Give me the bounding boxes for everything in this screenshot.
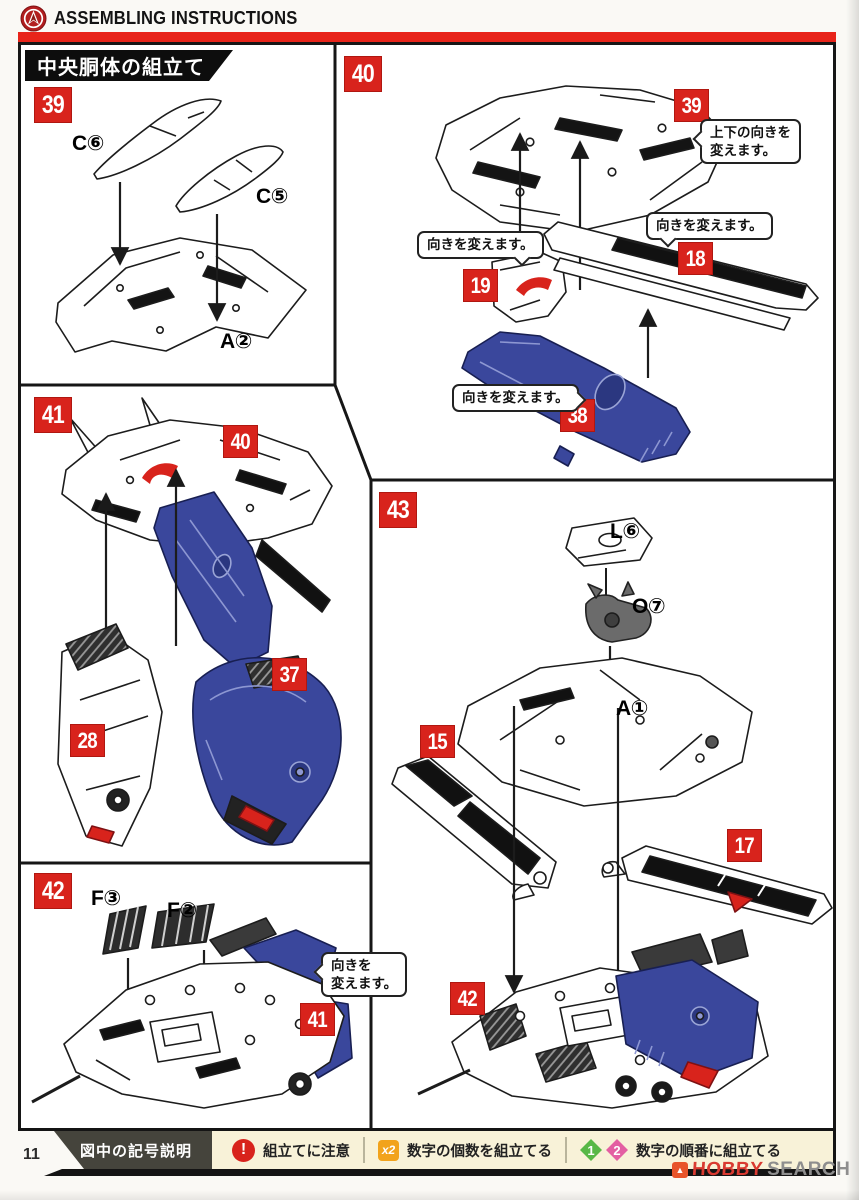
order-2-icon: 2 [606, 1139, 628, 1161]
watermark-hobby: HOBBY [691, 1159, 764, 1180]
warning-icon: ! [232, 1138, 255, 1162]
legend-separator [363, 1137, 365, 1163]
part-15-box: 15 [420, 725, 455, 758]
callout-orientation-18: 向きを変えます。 [646, 212, 773, 248]
part-label-a1: A① [616, 697, 648, 720]
legend-item-text: 組立てに注意 [263, 1143, 350, 1160]
part-37-box: 37 [272, 658, 307, 691]
legend-title: 図中の記号説明 [54, 1131, 212, 1169]
part-label-l6: L⑥ [610, 520, 640, 543]
ref-42-box: 42 [450, 982, 485, 1015]
top-accent-bar [18, 32, 836, 42]
ref-41-box: 41 [300, 1003, 335, 1036]
part-label-f3: F③ [91, 887, 121, 910]
page-bottom-shadow [0, 1190, 859, 1200]
part-label-a2: A② [220, 330, 252, 353]
step-43-box: 43 [379, 492, 417, 528]
page-header: ASSEMBLING INSTRUCTIONS [20, 5, 319, 32]
part-label-c5: C⑤ [256, 185, 288, 208]
part-label-f2: F② [167, 899, 197, 922]
legend-separator [565, 1137, 567, 1163]
legend-item-caution: ! 組立てに注意 [232, 1138, 350, 1162]
watermark-search: SEARCH [767, 1159, 851, 1180]
brand-roundel-icon [20, 5, 47, 32]
step-39-box: 39 [34, 87, 72, 123]
part-label-c6: C⑥ [72, 132, 104, 155]
x2-icon: x2 [378, 1139, 399, 1161]
instruction-frame [18, 42, 836, 1128]
order-1-icon: 1 [580, 1139, 602, 1161]
ref-40-box: 40 [223, 425, 258, 458]
legend-item-order: 1 2 数字の順番に組立てる [580, 1139, 781, 1161]
callout-orientation-19: 向きを変えます。 [417, 231, 544, 267]
frame-bottom-border [44, 1169, 836, 1176]
callout-orientation-38: 向きを変えます。 [452, 384, 587, 412]
step-40-box: 40 [344, 56, 382, 92]
hobby-search-watermark: ▲ HOBBY SEARCH [672, 1159, 850, 1181]
step-41-box: 41 [34, 397, 72, 433]
part-label-o7: O⑦ [632, 595, 666, 618]
hobby-search-icon: ▲ [672, 1162, 688, 1178]
page-title: ASSEMBLING INSTRUCTIONS [54, 8, 298, 28]
ref-39-box: 39 [674, 89, 709, 122]
part-18-box: 18 [678, 242, 713, 275]
legend-item-quantity: x2 数字の個数を組立てる [378, 1139, 552, 1161]
page-edge-shadow [846, 0, 859, 1200]
section-title-banner: 中央胴体の組立て [25, 50, 233, 81]
callout-orientation-41: 向きを 変えます。 [313, 952, 408, 998]
part-17-box: 17 [727, 829, 762, 862]
legend-item-text: 数字の個数を組立てる [407, 1143, 552, 1160]
legend-item-text: 数字の順番に組立てる [636, 1143, 781, 1160]
callout-updown-orientation: 上下の向きを 変えます。 [692, 119, 801, 165]
legend-bar: 図中の記号説明 ! 組立てに注意 x2 数字の個数を組立てる 1 2 数字の順番… [18, 1128, 836, 1169]
step-42-box: 42 [34, 873, 72, 909]
page-number: 11 [23, 1146, 40, 1163]
part-28-box: 28 [70, 724, 105, 757]
section-title: 中央胴体の組立て [37, 57, 205, 79]
part-19-box: 19 [463, 269, 498, 302]
